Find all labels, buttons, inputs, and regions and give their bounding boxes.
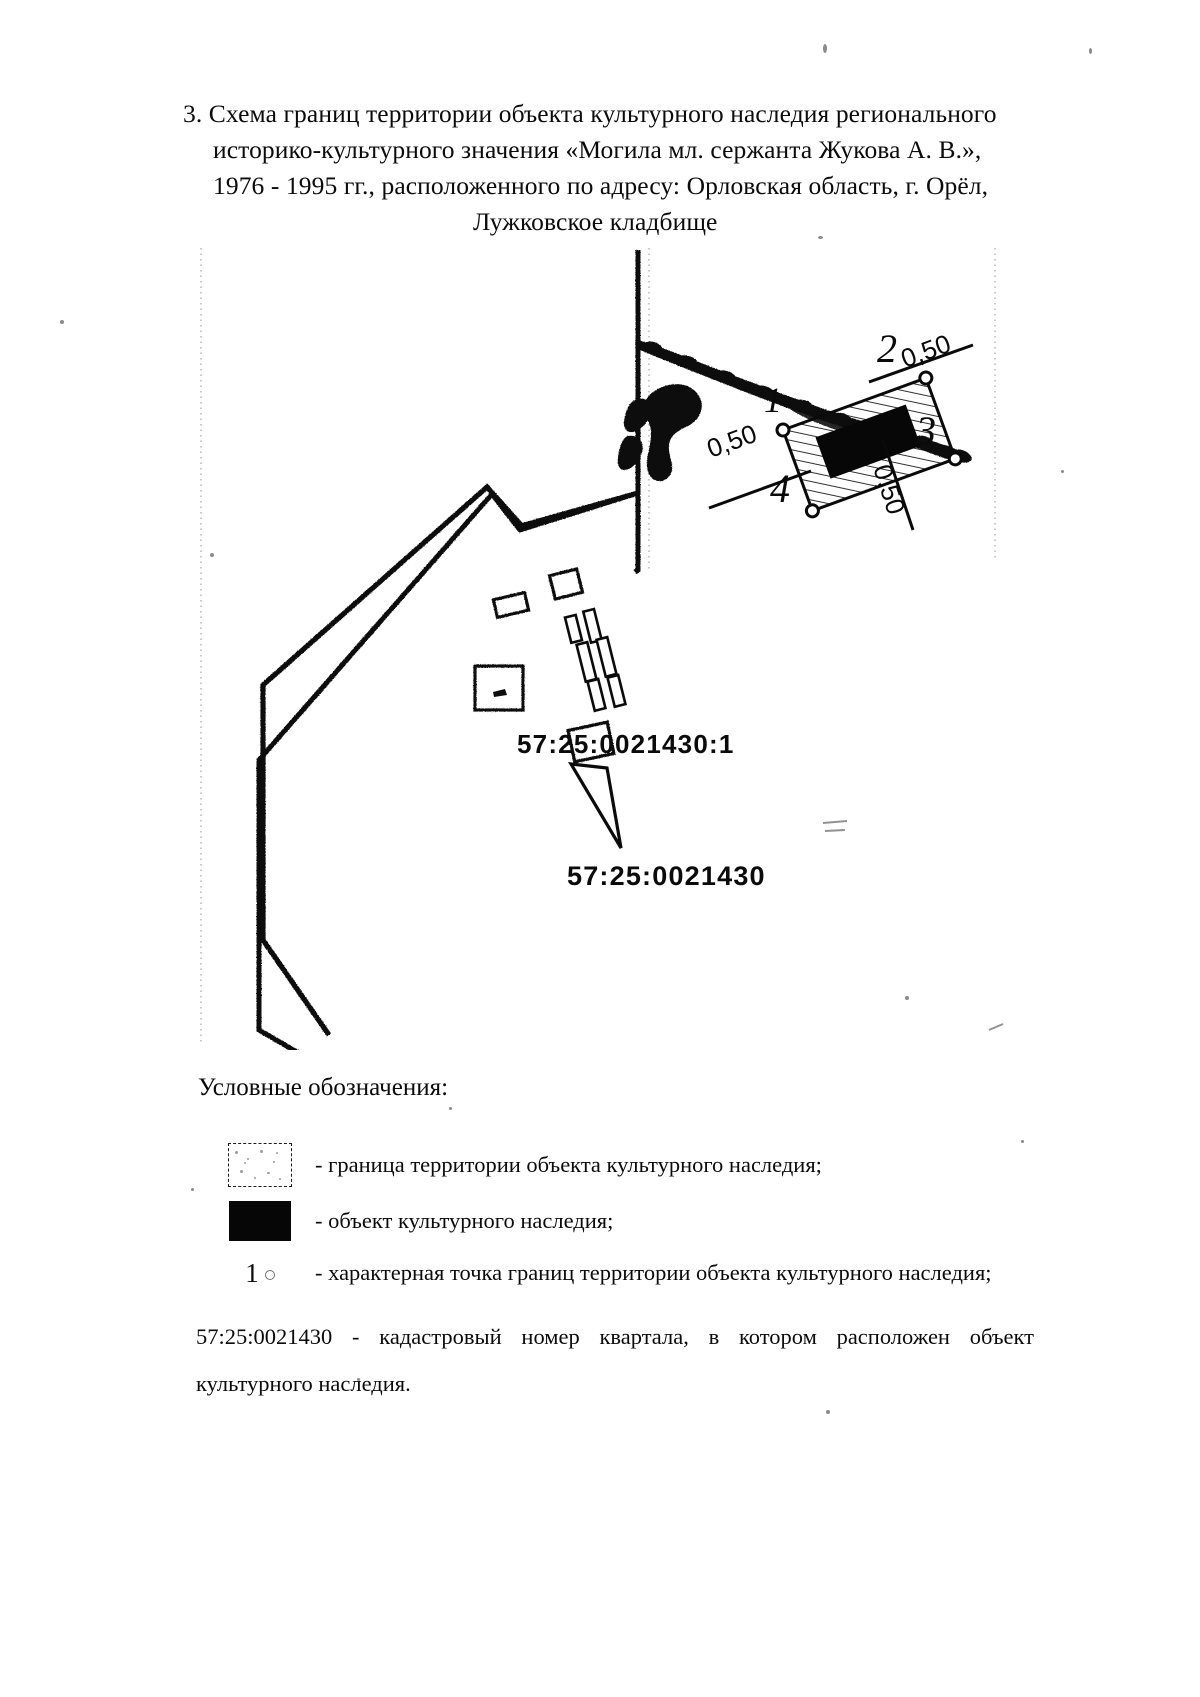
legend-swatch-cell bbox=[205, 1140, 315, 1190]
closing-word: котором bbox=[738, 1324, 817, 1349]
characteristic-point-marker-icon bbox=[264, 1269, 275, 1280]
vertex-marker-1 bbox=[775, 422, 791, 438]
building-3 bbox=[473, 664, 525, 712]
closing-line-1: 57:25:0021430 - кадастровый номер кварта… bbox=[196, 1313, 1034, 1360]
vertex-marker-4 bbox=[804, 503, 820, 519]
closing-word: в bbox=[708, 1324, 720, 1349]
vertex-label-3: 3 bbox=[915, 408, 936, 453]
dimension-label-left: 0,50 bbox=[703, 418, 761, 464]
building-2 bbox=[491, 590, 531, 620]
heritage-object-swatch-icon bbox=[229, 1201, 291, 1241]
vertex-label-1: 1 bbox=[764, 380, 782, 420]
closing-word: номер bbox=[521, 1324, 580, 1349]
title-line-1: 3. Схема границ территории объекта культ… bbox=[183, 99, 997, 128]
characteristic-point-swatch-icon: 1 bbox=[245, 1257, 275, 1288]
title-line-3: 1976 - 1995 гг., расположенного по адрес… bbox=[213, 171, 989, 200]
closing-word: - bbox=[352, 1324, 360, 1349]
characteristic-point-number: 1 bbox=[245, 1257, 259, 1288]
legend-label-object: - объект культурного наследия; bbox=[315, 1208, 614, 1233]
vertex-marker-3 bbox=[947, 451, 963, 467]
legend-item-boundary: - граница территории объекта культурного… bbox=[205, 1140, 1025, 1190]
vertex-label-2: 2 bbox=[877, 326, 897, 371]
cadastral-block-label: 57:25:0021430 bbox=[567, 861, 766, 891]
closing-word: объект bbox=[969, 1324, 1034, 1349]
vertex-marker-2 bbox=[918, 370, 934, 386]
legend-item-point: 1 - характерная точка границ территории … bbox=[205, 1248, 1025, 1298]
vertex-label-4: 4 bbox=[770, 466, 790, 511]
legend-label-boundary: - граница территории объекта культурного… bbox=[315, 1152, 822, 1177]
building-outlines bbox=[473, 567, 616, 764]
building-4 bbox=[566, 720, 616, 764]
title-line-2: историко-культурного значения «Могила мл… bbox=[213, 135, 982, 164]
heritage-object bbox=[815, 404, 921, 479]
legend-swatch-cell bbox=[205, 1196, 315, 1246]
cemetery-boundary-main bbox=[260, 483, 639, 1037]
legend-swatch-cell: 1 bbox=[205, 1248, 315, 1298]
cadastral-parcel-label: 57:25:0021430:1 bbox=[517, 729, 735, 759]
building-1 bbox=[547, 567, 585, 601]
legend-item-object: - объект культурного наследия; bbox=[205, 1196, 1025, 1246]
grave-row-cluster bbox=[563, 607, 628, 713]
map-faint-fragments bbox=[822, 820, 1004, 1031]
site-boundary-map: 1 2 3 4 0,50 0,50 0,50 bbox=[183, 240, 1013, 1050]
closing-word: расположен bbox=[836, 1324, 950, 1349]
legend-label-point: - характерная точка границ территории об… bbox=[315, 1260, 992, 1285]
building-3-mark bbox=[493, 689, 507, 697]
closing-line-2: культурного наследия. bbox=[196, 1371, 411, 1396]
vegetation-blobs bbox=[617, 384, 702, 482]
closing-word: квартала, bbox=[599, 1324, 689, 1349]
vertex-number-labels: 1 2 3 4 bbox=[764, 326, 936, 511]
closing-cadastral-number: 57:25:0021430 bbox=[196, 1324, 333, 1349]
boundary-territory-swatch-icon bbox=[228, 1143, 292, 1187]
triangular-plot bbox=[567, 762, 623, 849]
closing-word: кадастровый bbox=[379, 1324, 502, 1349]
legend-heading: Условные обозначения: bbox=[198, 1074, 449, 1101]
dimension-leader-lines bbox=[708, 343, 974, 531]
dimension-label-top: 0,50 bbox=[897, 328, 955, 374]
title-line-4: Лужковское кладбище bbox=[473, 207, 718, 236]
heritage-parcel-group bbox=[775, 370, 963, 519]
closing-paragraph: 57:25:0021430 - кадастровый номер кварта… bbox=[196, 1313, 1034, 1407]
page-title: 3. Схема границ территории объекта культ… bbox=[183, 96, 1023, 240]
